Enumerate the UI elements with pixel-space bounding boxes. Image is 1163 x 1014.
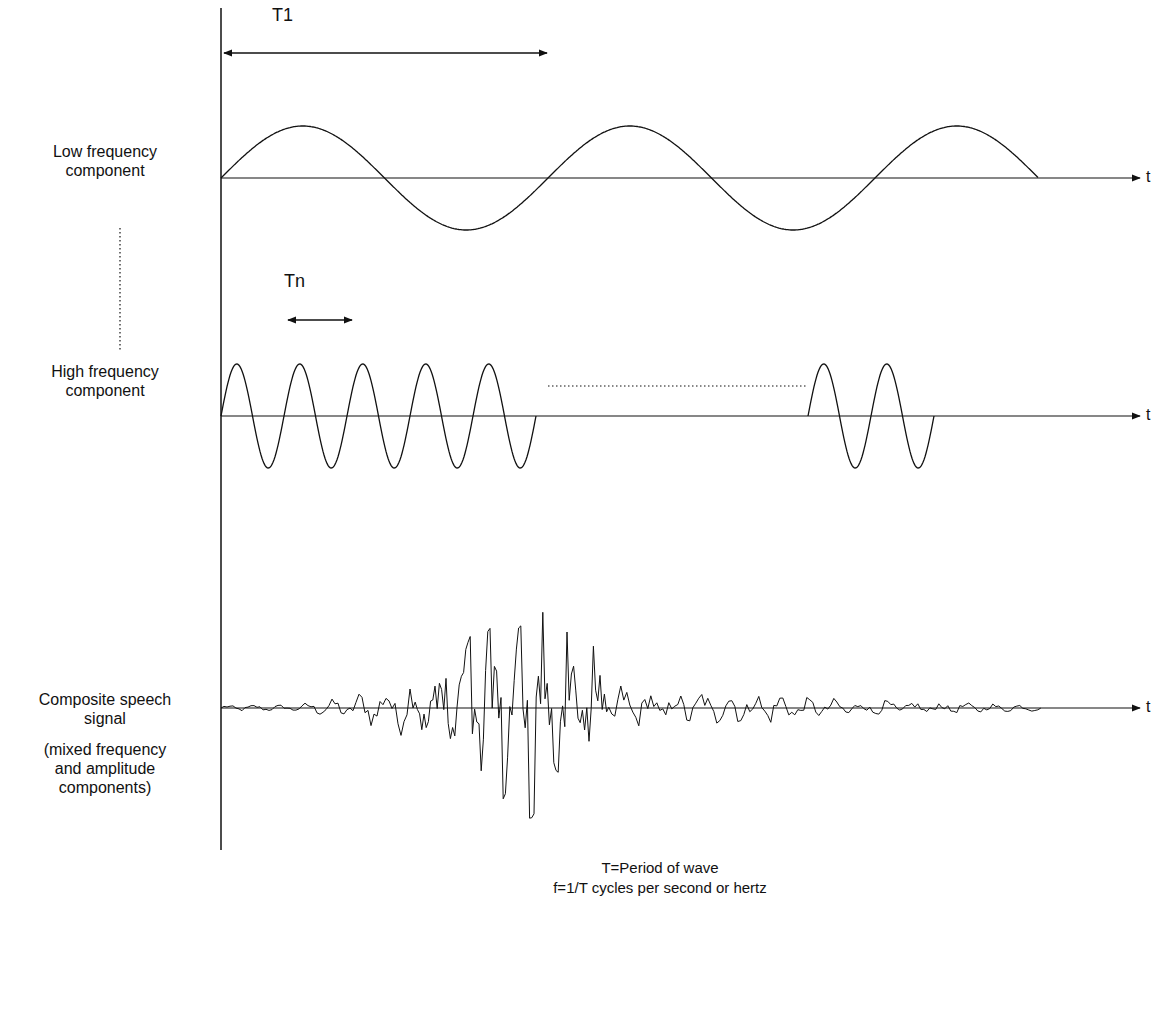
axis-label: t	[1146, 697, 1150, 716]
formula-note: T=Period of wave	[440, 858, 880, 877]
axis-label: t	[1146, 405, 1150, 424]
component-label: Low frequency component	[20, 142, 190, 180]
time-axis	[221, 177, 1140, 178]
period-label: T1	[272, 6, 293, 25]
high-frequency-wave	[808, 364, 934, 468]
formula-note: f=1/T cycles per second or hertz	[440, 878, 880, 897]
speech-waveform	[221, 612, 1041, 818]
high-frequency-wave	[221, 364, 536, 468]
axis-label: t	[1146, 167, 1150, 186]
low-frequency-wave	[221, 126, 1038, 230]
component-label: High frequency component	[20, 362, 190, 400]
dotted-line	[548, 385, 806, 386]
period-arrow	[288, 319, 352, 321]
period-label: Tn	[284, 272, 305, 291]
dotted-line	[119, 228, 120, 352]
time-axis	[221, 415, 1140, 416]
signal-label: Composite speech signal	[30, 690, 180, 728]
signal-note: (mixed frequency and amplitude component…	[30, 740, 180, 797]
vertical-axis	[220, 8, 222, 850]
period-arrow	[224, 52, 547, 54]
